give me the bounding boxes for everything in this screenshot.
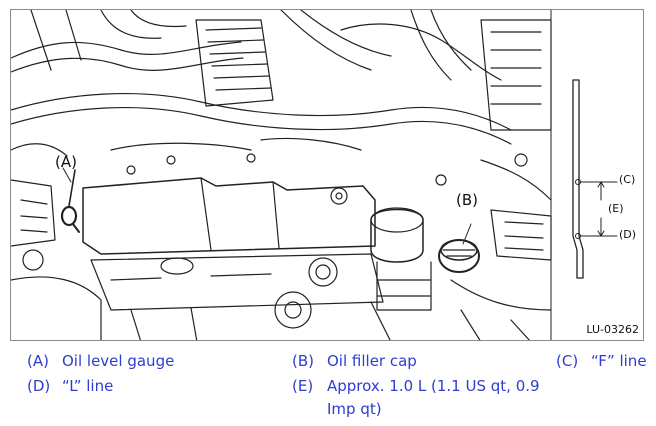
figure-id: LU-03262	[586, 323, 639, 336]
legend-key: (E)	[292, 377, 314, 395]
legend-key: (D)	[27, 377, 51, 395]
legend-text: Imp qt)	[327, 400, 382, 418]
legend-text: Oil level gauge	[62, 352, 175, 370]
dipstick-label-e: (E)	[608, 202, 624, 215]
legend-text: Approx. 1.0 L (1.1 US qt, 0.9	[327, 377, 540, 395]
legend-text: “F” line	[591, 352, 647, 370]
engine-illustration: (A) (B) (C) (E) (D) LU-03262	[10, 9, 644, 341]
legend-key: (A)	[27, 352, 49, 370]
callout-a: (A)	[55, 153, 77, 171]
legend-text: Oil filler cap	[327, 352, 417, 370]
engine-line-drawing	[11, 10, 618, 340]
legend-key: (B)	[292, 352, 314, 370]
dipstick-label-d: (D)	[619, 228, 637, 241]
legend-text: “L” line	[62, 377, 114, 395]
dipstick-label-c: (C)	[619, 173, 636, 186]
callout-b: (B)	[456, 191, 478, 209]
legend-key: (C)	[556, 352, 579, 370]
